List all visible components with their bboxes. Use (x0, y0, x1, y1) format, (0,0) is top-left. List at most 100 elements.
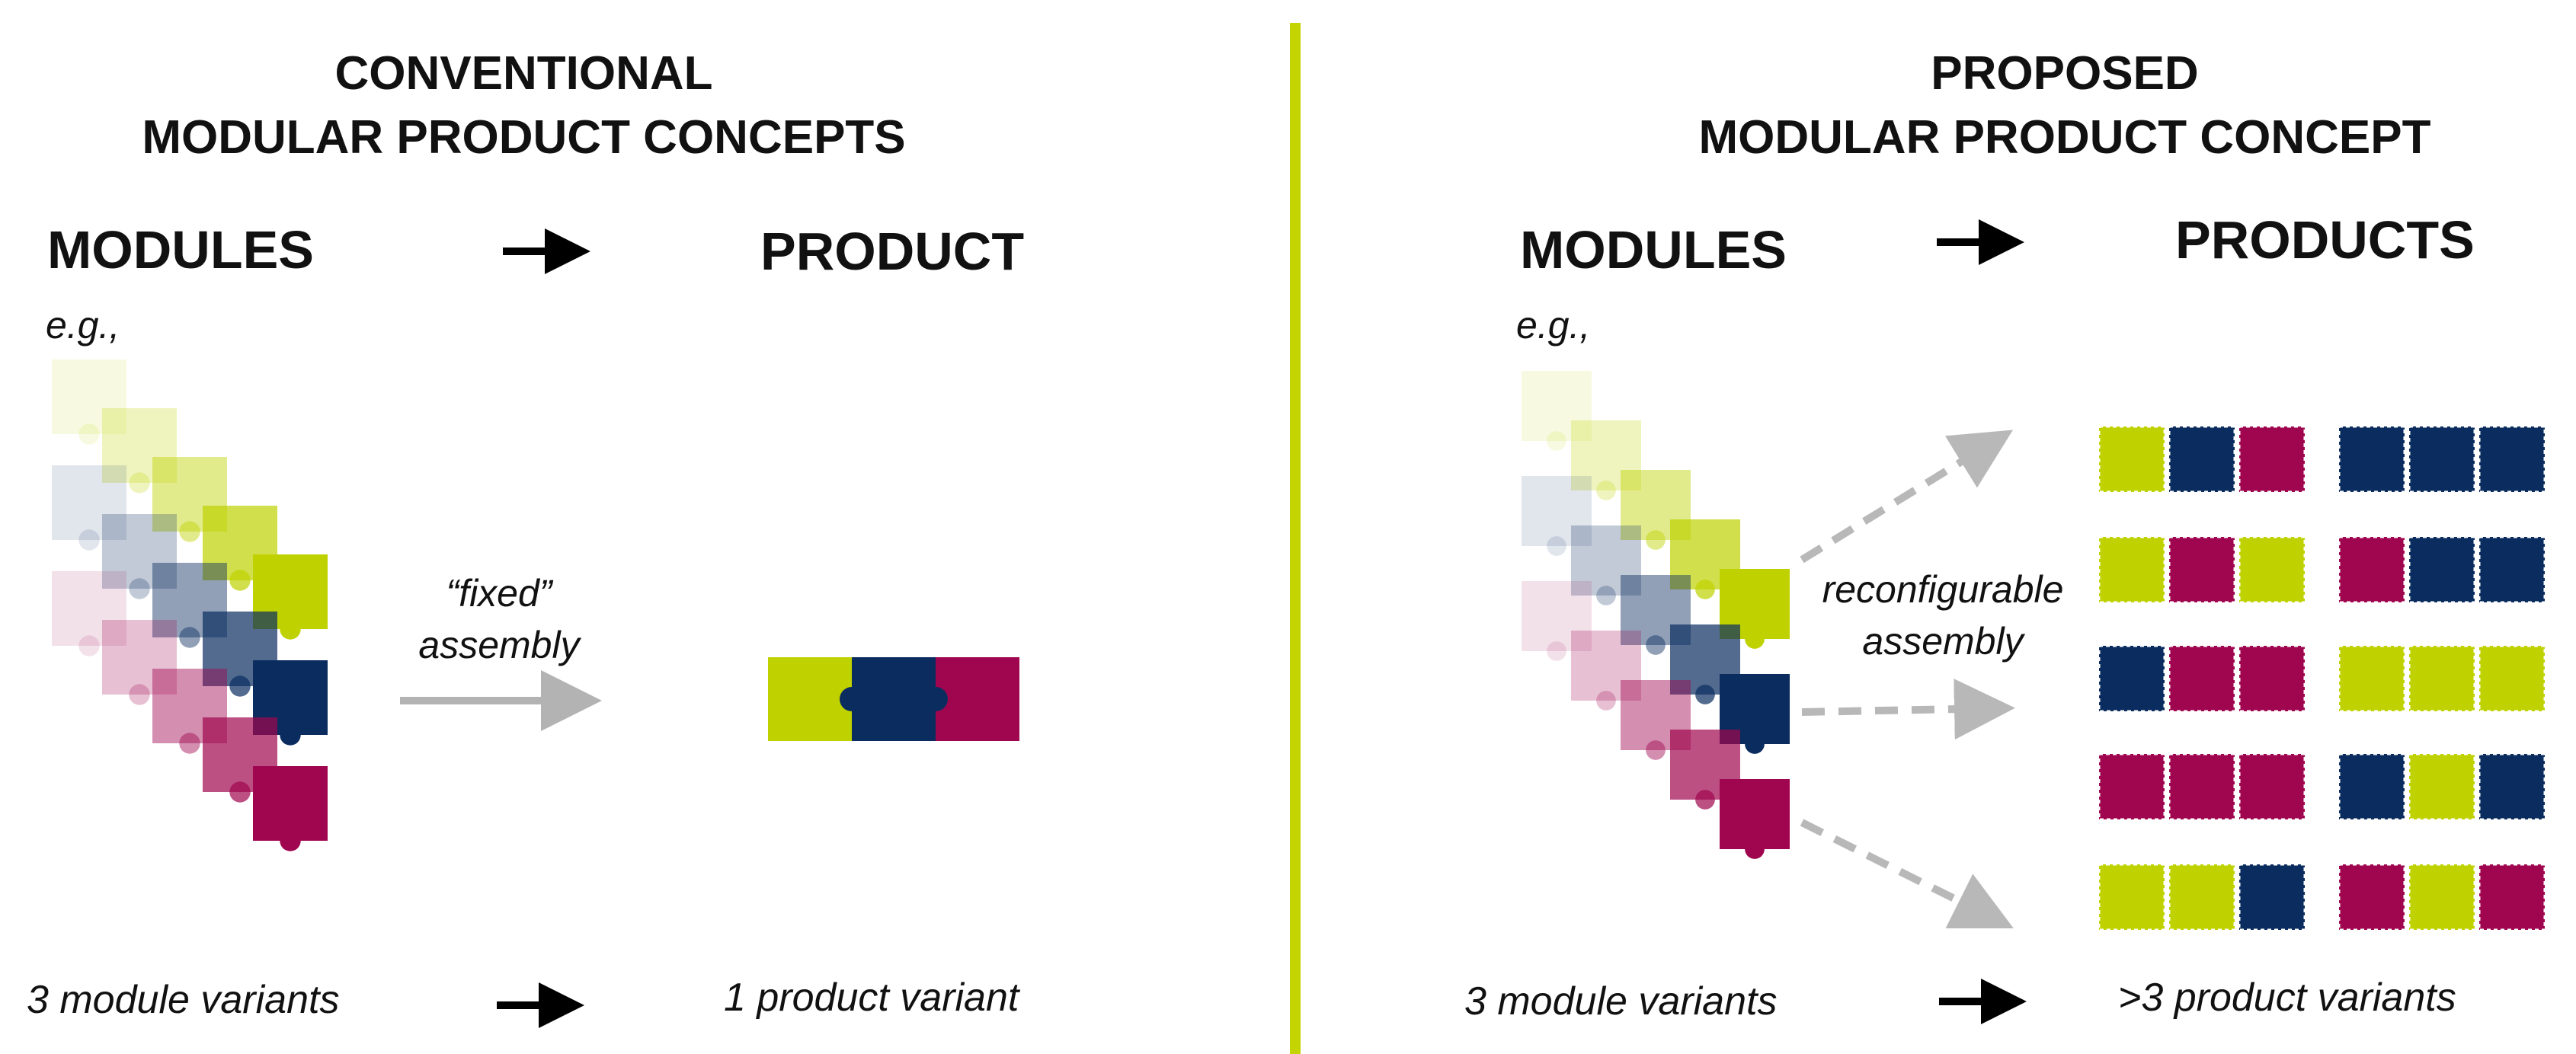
product-variant (2338, 644, 2546, 713)
left-module-magenta-tile (52, 571, 126, 646)
product-module-lime (2098, 425, 2166, 493)
fixed-product (768, 657, 1019, 741)
right-module-lime-knob (1646, 530, 1666, 550)
left-title: CONVENTIONAL MODULAR PRODUCT CONCEPTS (76, 42, 971, 170)
right-module-magenta-knob (1695, 790, 1715, 810)
right-module-magenta-tile (1720, 779, 1790, 849)
right-module-magenta-tile (1571, 631, 1641, 701)
right-module-navy-knob (1547, 536, 1566, 556)
right-module-magenta-knob (1646, 740, 1666, 760)
left-eg-label: e.g., (46, 304, 120, 347)
left-module-navy-knob (179, 627, 200, 648)
product-module-navy (2478, 535, 2546, 604)
right-module-navy-knob (1695, 685, 1715, 704)
product-module-magenta (2238, 644, 2306, 713)
right-title-line1: PROPOSED (1931, 47, 2199, 100)
product-module-magenta (2238, 752, 2306, 821)
left-module-navy-tile (102, 514, 177, 589)
left-module-navy-knob (129, 578, 150, 599)
left-module-stack (52, 359, 328, 851)
left-module-lime-knob (229, 570, 251, 591)
reconfigurable-arrows (1800, 430, 2015, 928)
product-module-magenta (2338, 863, 2406, 931)
right-module-navy-tile (1571, 525, 1641, 596)
right-assembly-line2: assembly (1862, 620, 2024, 663)
product-variant (2098, 644, 2306, 713)
right-eg-label: e.g., (1516, 304, 1591, 347)
right-module-magenta-knob (1547, 641, 1566, 661)
product-variant (2098, 535, 2306, 604)
right-module-lime-tile (1571, 420, 1641, 490)
left-assembly-label: “fixed” assembly (385, 567, 613, 671)
product-variant (2098, 425, 2306, 493)
fixed-product-joint (840, 687, 864, 711)
right-footer-products: >3 product variants (2118, 976, 2456, 1020)
product-module-navy (2478, 752, 2546, 821)
left-modules-label: MODULES (47, 220, 314, 279)
left-module-magenta-knob (78, 635, 100, 656)
product-variant (2338, 863, 2546, 931)
right-modules-label: MODULES (1520, 220, 1787, 279)
left-module-lime-knob (179, 521, 200, 542)
product-module-magenta (2168, 535, 2236, 604)
left-module-magenta-knob (229, 781, 251, 803)
panel-divider (1290, 23, 1301, 1054)
right-footer-modules: 3 module variants (1464, 979, 1778, 1024)
product-variant (2338, 752, 2546, 821)
left-assembly-line2: assembly (418, 624, 580, 666)
left-module-lime-tile (102, 408, 177, 483)
product-module-navy (2338, 425, 2406, 493)
dashed-arrow-down (1800, 819, 2014, 928)
product-module-navy (2098, 644, 2166, 713)
left-module-magenta-knob (129, 684, 150, 705)
right-module-lime-knob (1695, 580, 1715, 599)
product-variant (2338, 535, 2546, 604)
right-module-lime-tile (1522, 371, 1592, 441)
fixed-product-magenta-module (936, 657, 1019, 741)
product-module-lime (2408, 752, 2476, 821)
fixed-product-navy-module (852, 657, 936, 741)
left-module-magenta-tile (102, 620, 177, 695)
right-module-magenta-knob (1596, 691, 1616, 711)
left-product-label: PRODUCT (760, 222, 1025, 281)
right-module-lime-knob (1596, 481, 1616, 500)
right-module-navy-knob (1596, 586, 1616, 605)
right-title-line2: MODULAR PRODUCT CONCEPT (1698, 111, 2431, 164)
product-variant (2098, 752, 2306, 821)
left-module-magenta-tile (253, 766, 328, 841)
left-module-lime-tile (52, 359, 126, 434)
product-module-lime (2408, 863, 2476, 931)
product-module-navy (2478, 425, 2546, 493)
left-title-line2: MODULAR PRODUCT CONCEPTS (142, 111, 906, 164)
product-module-magenta (2338, 535, 2406, 604)
right-module-magenta-tile (1522, 581, 1592, 651)
product-module-navy (2168, 425, 2236, 493)
product-module-navy (2338, 752, 2406, 821)
left-module-navy-knob (229, 676, 251, 697)
product-module-lime (2478, 644, 2546, 713)
product-variant (2098, 863, 2306, 931)
fixed-product-joint (923, 687, 948, 711)
product-variant (2338, 425, 2546, 493)
product-module-lime (2408, 644, 2476, 713)
left-footer-product: 1 product variant (724, 976, 1019, 1020)
left-title-line1: CONVENTIONAL (334, 47, 713, 100)
right-module-lime-knob (1547, 431, 1566, 451)
right-products-label: PRODUCTS (2175, 210, 2475, 270)
product-module-lime (2238, 535, 2306, 604)
right-title: PROPOSED MODULAR PRODUCT CONCEPT (1543, 42, 2576, 170)
left-module-navy-knob (78, 529, 100, 551)
right-module-magenta-knob (1745, 839, 1765, 859)
product-module-lime (2168, 863, 2236, 931)
right-module-lime-knob (1745, 629, 1765, 649)
product-module-lime (2098, 535, 2166, 604)
left-module-lime-knob (78, 423, 100, 445)
fixed-product-lime-module (768, 657, 852, 741)
right-module-navy-tile (1522, 476, 1592, 546)
product-module-navy (2408, 425, 2476, 493)
product-module-magenta (2168, 644, 2236, 713)
right-assembly-line1: reconfigurable (1822, 568, 2064, 611)
left-module-magenta-knob (179, 733, 200, 754)
right-module-navy-knob (1646, 635, 1666, 655)
